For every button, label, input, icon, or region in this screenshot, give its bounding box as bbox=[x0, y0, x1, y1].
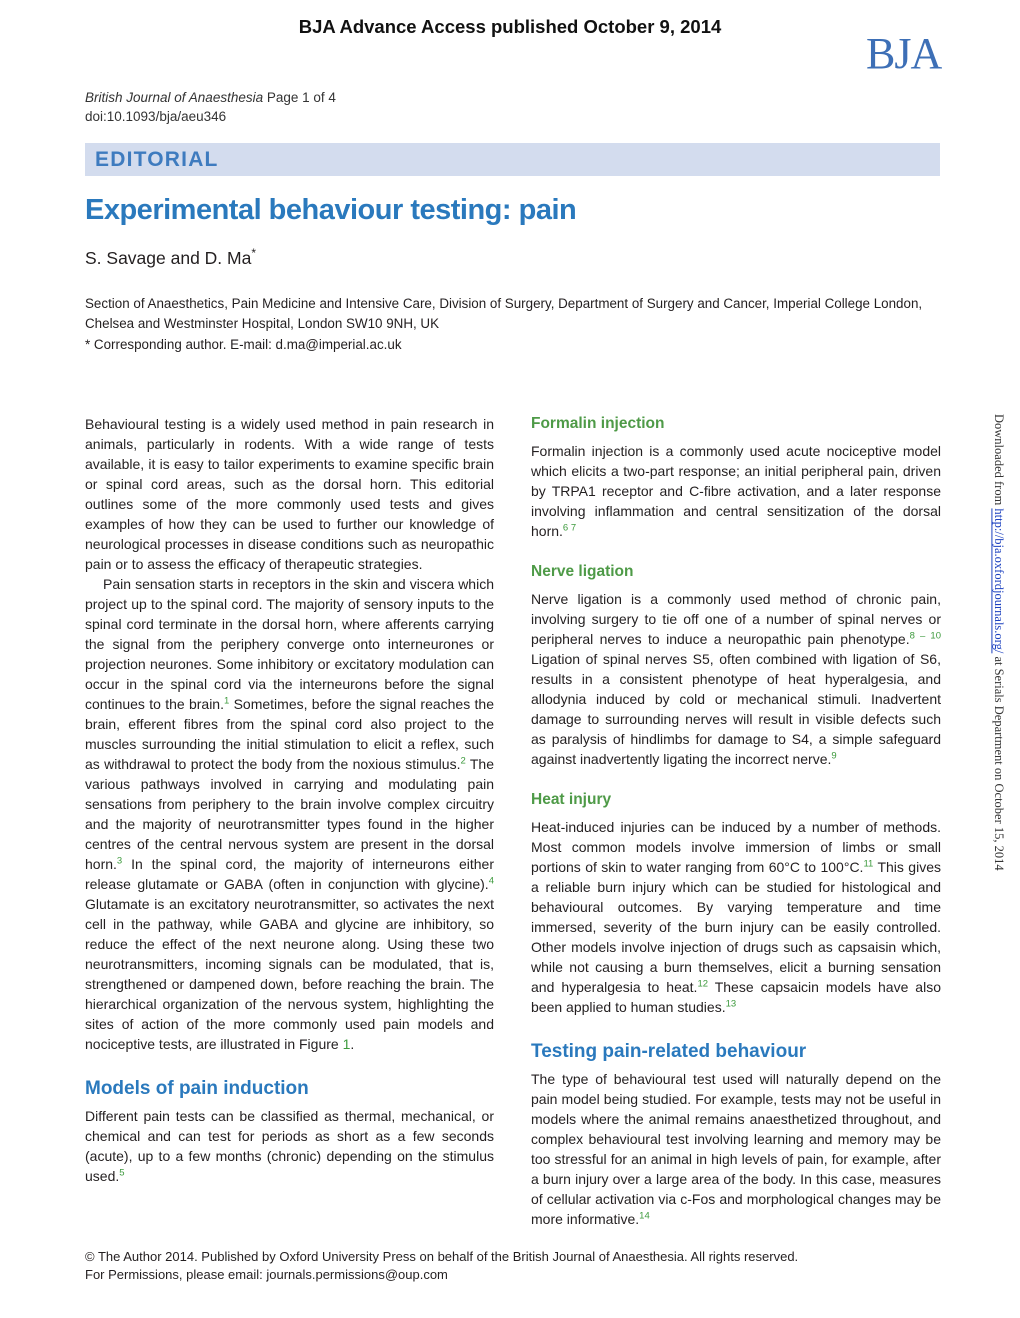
intro-text: The various pathways involved in carryin… bbox=[85, 756, 494, 872]
citation-link[interactable]: 12 bbox=[697, 978, 709, 990]
nerve-text: Ligation of spinal nerves S5, often comb… bbox=[531, 651, 941, 767]
journal-citation: British Journal of Anaesthesia Page 1 of… bbox=[85, 90, 336, 105]
citation-link[interactable]: 8 – 10 bbox=[909, 630, 941, 642]
heading-nerve-ligation: Nerve ligation bbox=[531, 563, 634, 580]
footer: © The Author 2014. Published by Oxford U… bbox=[85, 1248, 798, 1284]
intro-text: In the spinal cord, the majority of inte… bbox=[85, 856, 494, 892]
heading-models-of-pain-induction: Models of pain induction bbox=[85, 1078, 309, 1099]
journal-name: British Journal of Anaesthesia bbox=[85, 90, 264, 105]
heat-text: Heat-induced injuries can be induced by … bbox=[531, 819, 941, 875]
formalin-paragraph: Formalin injection is a commonly used ac… bbox=[531, 441, 941, 541]
heat-text: These capsaicin models have also been ap… bbox=[531, 979, 941, 1015]
heat-text: This gives a reliable burn injury which … bbox=[531, 859, 941, 995]
heading-testing-pain-related-behaviour: Testing pain-related behaviour bbox=[531, 1041, 807, 1062]
corresponding-author: * Corresponding author. E-mail: d.ma@imp… bbox=[85, 337, 402, 352]
nerve-text: Nerve ligation is a commonly used method… bbox=[531, 591, 941, 647]
section-bar bbox=[85, 143, 940, 176]
heading-formalin-injection: Formalin injection bbox=[531, 415, 665, 432]
citation-link[interactable]: 6 7 bbox=[562, 522, 577, 534]
journal-url-link[interactable]: http://bja.oxfordjournals.org/ bbox=[992, 508, 1006, 654]
article-title: Experimental behaviour testing: pain bbox=[85, 194, 577, 226]
doi: doi:10.1093/bja/aeu346 bbox=[85, 109, 227, 124]
testing-text: The type of behavioural test used will n… bbox=[531, 1071, 941, 1227]
citation-link[interactable]: 2 bbox=[460, 755, 466, 767]
left-column: Behavioural testing is a widely used met… bbox=[85, 414, 494, 1186]
right-column: Formalin injection Formalin injection is… bbox=[531, 414, 941, 1229]
models-text: Different pain tests can be classified a… bbox=[85, 1108, 494, 1184]
heat-injury-paragraph: Heat-induced injuries can be induced by … bbox=[531, 817, 941, 1017]
copyright-notice: © The Author 2014. Published by Oxford U… bbox=[85, 1249, 799, 1264]
citation-link[interactable]: 11 bbox=[863, 858, 874, 870]
formalin-text: Formalin injection is a commonly used ac… bbox=[531, 443, 941, 539]
citation-link[interactable]: 3 bbox=[116, 855, 123, 867]
heading-heat-injury: Heat injury bbox=[531, 791, 612, 808]
intro-text: Sometimes, before the signal reaches the… bbox=[85, 696, 494, 772]
permissions-notice: For Permissions, please email: journals.… bbox=[85, 1267, 448, 1282]
authors: S. Savage and D. Ma* bbox=[85, 246, 256, 269]
author-names: S. Savage and D. Ma bbox=[85, 247, 252, 268]
models-paragraph: Different pain tests can be classified a… bbox=[85, 1106, 494, 1186]
advance-access-banner: BJA Advance Access published October 9, … bbox=[298, 16, 722, 37]
stamp-suffix: at Serials Department on October 15, 201… bbox=[992, 653, 1006, 871]
citation-link[interactable]: 13 bbox=[725, 998, 737, 1010]
page-number: Page 1 of 4 bbox=[266, 90, 336, 105]
section-label: EDITORIAL bbox=[95, 148, 219, 171]
corresponding-mark: * bbox=[251, 246, 257, 260]
citation-link[interactable]: 1 bbox=[223, 695, 230, 707]
affiliation: Section of Anaesthetics, Pain Medicine a… bbox=[85, 296, 923, 331]
intro-paragraph-2: Pain sensation starts in receptors in th… bbox=[85, 574, 494, 1054]
intro-text: Pain sensation starts in receptors in th… bbox=[85, 576, 494, 712]
figure-link[interactable]: 1 bbox=[342, 1036, 351, 1052]
citation-link[interactable]: 9 bbox=[831, 750, 837, 762]
intro-text: . bbox=[350, 1036, 355, 1052]
intro-text: Glutamate is an excitatory neurotransmit… bbox=[85, 896, 494, 1052]
citation-link[interactable]: 14 bbox=[639, 1210, 650, 1222]
citation-link[interactable]: 5 bbox=[119, 1167, 125, 1179]
download-stamp: Downloaded from http://bja.oxfordjournal… bbox=[984, 414, 1006, 1204]
nerve-ligation-paragraph: Nerve ligation is a commonly used method… bbox=[531, 589, 941, 769]
bja-logo: BJA bbox=[866, 29, 942, 78]
testing-paragraph: The type of behavioural test used will n… bbox=[531, 1069, 941, 1229]
stamp-prefix: Downloaded from bbox=[992, 414, 1006, 509]
citation-link[interactable]: 4 bbox=[488, 875, 494, 887]
intro-paragraph-1: Behavioural testing is a widely used met… bbox=[85, 416, 494, 572]
